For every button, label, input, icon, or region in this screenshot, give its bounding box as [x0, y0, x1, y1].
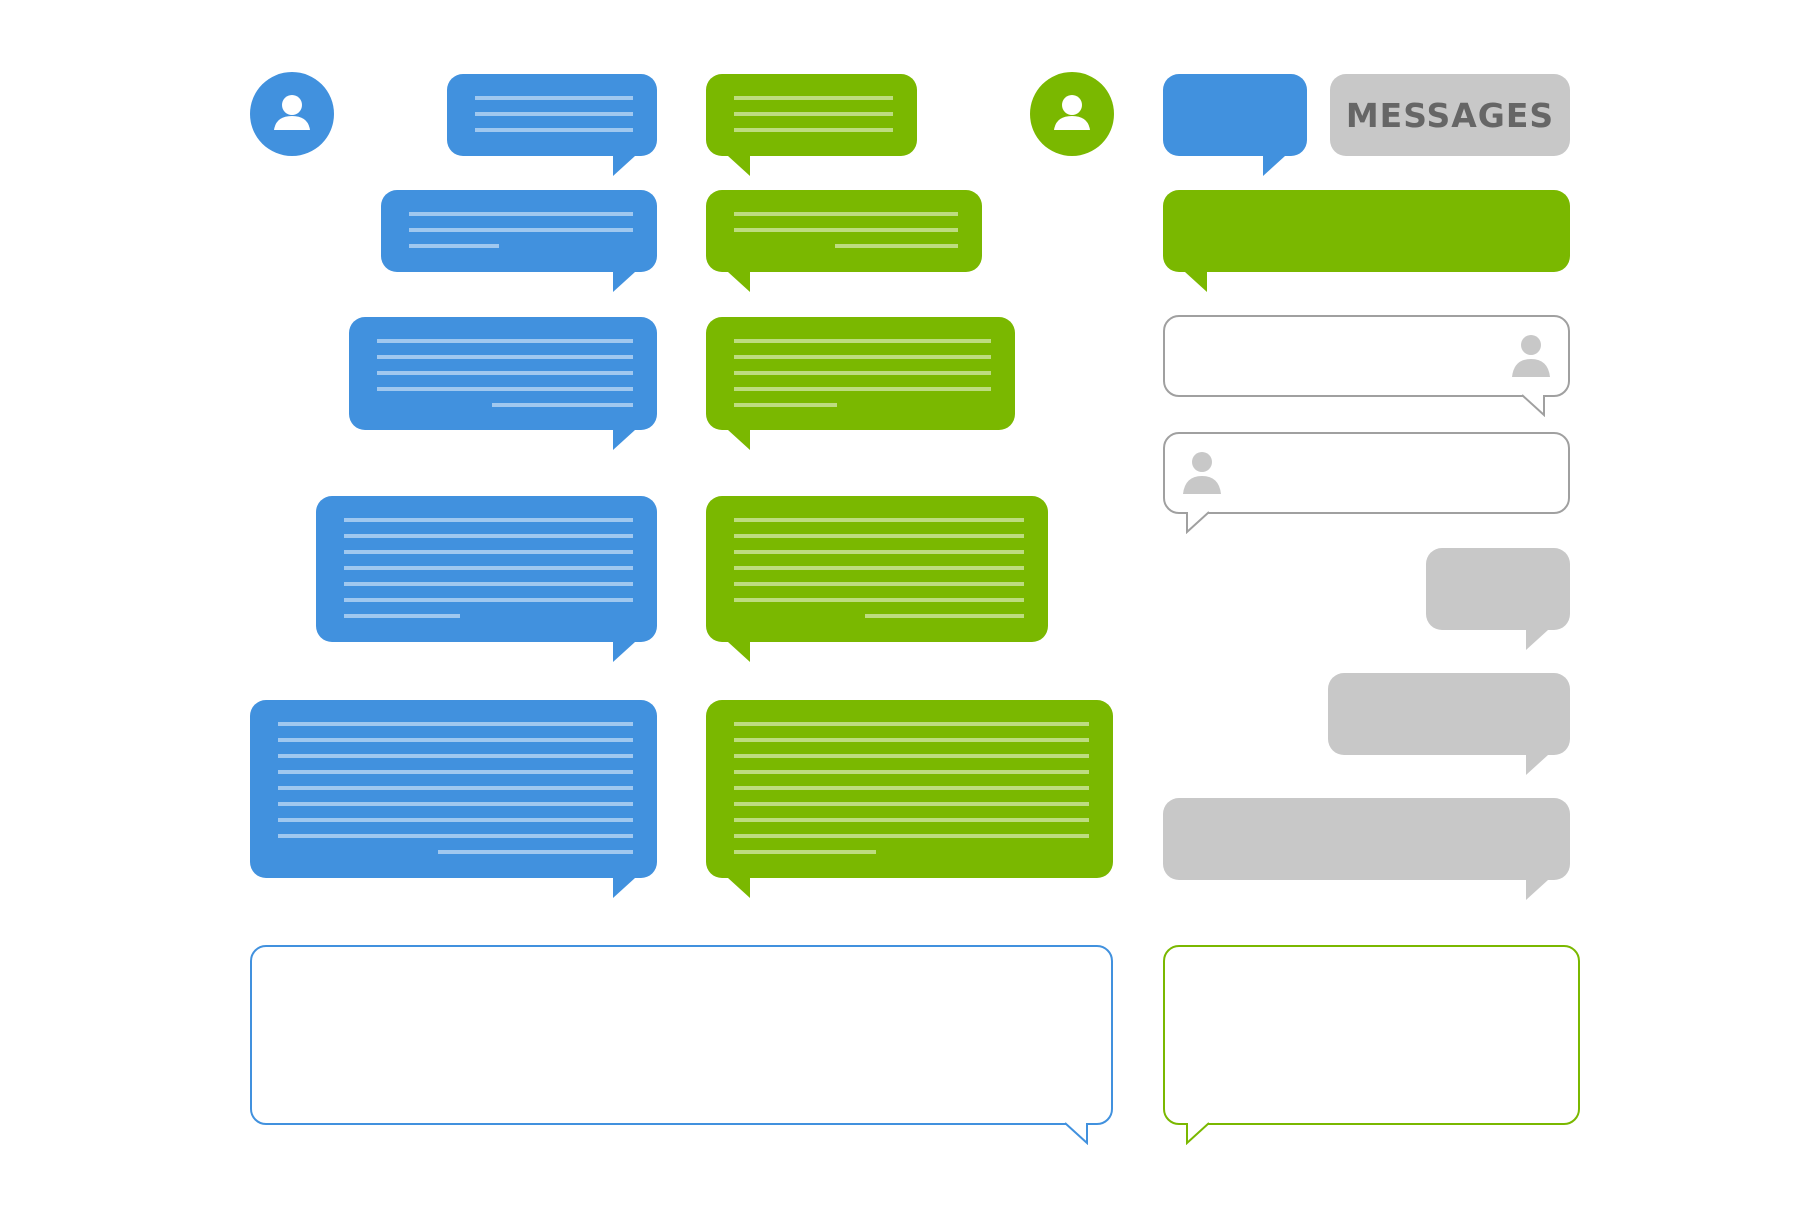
gray-empty-bubble	[1163, 798, 1570, 900]
text-line	[734, 738, 1089, 742]
green-empty-bubble	[1163, 190, 1570, 292]
text-line	[834, 244, 958, 248]
text-line	[409, 212, 633, 216]
text-line	[377, 387, 633, 391]
text-line	[734, 722, 1089, 726]
user-avatar-blue	[250, 72, 334, 156]
outline-bubble-avatar-right	[1163, 315, 1570, 417]
text-line	[377, 371, 633, 375]
text-line	[475, 112, 633, 116]
text-line	[734, 339, 991, 343]
text-line	[377, 355, 633, 359]
green-outline-bubble	[1163, 945, 1580, 1145]
placeholder-text-lines	[734, 518, 1024, 630]
user-icon	[1512, 335, 1550, 377]
blue-message-bubble	[381, 190, 657, 292]
text-line	[734, 566, 1024, 570]
user-icon	[1183, 452, 1221, 494]
blue-message-bubble	[349, 317, 657, 450]
user-icon	[274, 95, 310, 130]
placeholder-text-lines	[734, 339, 991, 419]
text-line	[734, 403, 837, 407]
text-line	[278, 834, 633, 838]
text-line	[475, 128, 633, 132]
text-line	[409, 244, 499, 248]
text-line	[278, 770, 633, 774]
text-line	[475, 96, 633, 100]
text-line	[278, 818, 633, 822]
text-line	[734, 582, 1024, 586]
gray-empty-bubble	[1426, 548, 1570, 650]
text-line	[734, 598, 1024, 602]
placeholder-text-lines	[734, 722, 1089, 866]
placeholder-text-lines	[344, 518, 633, 630]
blue-message-bubble	[447, 74, 657, 176]
text-line	[437, 850, 633, 854]
text-line	[734, 802, 1089, 806]
text-line	[344, 534, 633, 538]
green-message-bubble	[706, 74, 917, 176]
blue-empty-bubble	[1163, 74, 1307, 176]
green-message-bubble	[706, 700, 1113, 898]
text-line	[344, 598, 633, 602]
placeholder-text-lines	[475, 96, 633, 144]
placeholder-text-lines	[377, 339, 633, 419]
user-icon	[1054, 95, 1090, 130]
green-message-bubble	[706, 496, 1048, 662]
text-line	[344, 614, 460, 618]
placeholder-text-lines	[734, 96, 893, 144]
text-line	[344, 550, 633, 554]
text-line	[734, 818, 1089, 822]
text-line	[734, 128, 893, 132]
text-line	[734, 770, 1089, 774]
text-line	[734, 834, 1089, 838]
text-line	[344, 582, 633, 586]
text-line	[734, 355, 991, 359]
text-line	[492, 403, 633, 407]
text-line	[734, 518, 1024, 522]
blue-message-bubble	[250, 700, 657, 898]
messages-label: MESSAGES	[1345, 95, 1555, 135]
text-line	[278, 738, 633, 742]
text-line	[278, 722, 633, 726]
text-line	[278, 802, 633, 806]
outline-bubble-avatar-left	[1163, 432, 1570, 534]
text-line	[734, 371, 991, 375]
text-line	[344, 566, 633, 570]
text-line	[409, 228, 633, 232]
text-line	[734, 228, 958, 232]
green-message-bubble	[706, 317, 1015, 450]
green-message-bubble	[706, 190, 982, 292]
text-line	[734, 850, 876, 854]
text-line	[377, 339, 633, 343]
messages-badge: MESSAGES	[1330, 74, 1570, 156]
text-line	[864, 614, 1024, 618]
placeholder-text-lines	[278, 722, 633, 866]
text-line	[278, 786, 633, 790]
blue-message-bubble	[316, 496, 657, 662]
user-avatar-green	[1030, 72, 1114, 156]
blue-outline-bubble	[250, 945, 1113, 1145]
text-line	[734, 212, 958, 216]
text-line	[734, 112, 893, 116]
text-line	[734, 550, 1024, 554]
text-line	[278, 754, 633, 758]
placeholder-text-lines	[734, 212, 958, 260]
text-line	[734, 96, 893, 100]
text-line	[734, 387, 991, 391]
text-line	[734, 754, 1089, 758]
text-line	[344, 518, 633, 522]
text-line	[734, 786, 1089, 790]
text-line	[734, 534, 1024, 538]
gray-empty-bubble	[1328, 673, 1570, 775]
placeholder-text-lines	[409, 212, 633, 260]
